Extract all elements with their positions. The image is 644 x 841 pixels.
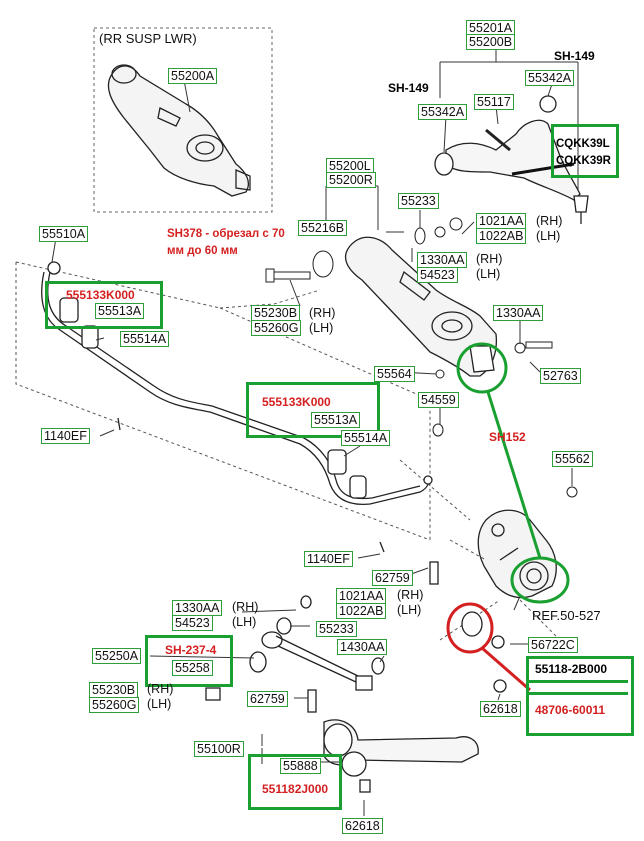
part-label: 55100R [194,741,244,757]
inset-frame [93,27,273,213]
sh152-label: SH152 [489,430,526,444]
highlight-box-555133-mid [246,382,380,438]
part-label: 1140EF [304,551,353,567]
part-label: 55117 [474,94,514,110]
part-label: 55250A [92,648,142,664]
rh-label: (RH) [232,600,259,614]
part-label: 55514A [341,430,391,446]
inset-title: (RR SUSP LWR) [99,31,197,46]
highlight-sh-237-4: SH-237-4 [165,643,217,657]
sh-149-label: SH-149 [554,49,595,63]
part-label: 55216B [298,220,348,236]
part-label: 55342A [418,104,468,120]
part-label: 62618 [342,818,383,834]
part-label: 1330AA [172,600,223,616]
part-label: 52763 [540,368,581,384]
part-label: 55200A [168,68,218,84]
part-label: 56722C [528,637,578,653]
highlight-box-sh237 [145,635,233,687]
part-label: 55260G [251,320,302,336]
part-label: 55200B [466,34,516,50]
part-label: 55260G [89,697,140,713]
rh-label: (RH) [309,306,336,320]
highlight-cqkk39l: CQKK39L [556,138,610,150]
part-label: 55514A [120,331,170,347]
highlight-box-555133-top [45,281,163,329]
rh-label: (RH) [476,252,503,266]
lh-label: (LH) [232,615,257,629]
part-label: 62759 [372,570,413,586]
highlight-55118-2b000: 55118-2B000 [535,662,608,676]
sh-149-label: SH-149 [388,81,429,95]
lh-label: (LH) [147,697,172,711]
part-label: 55233 [316,621,357,637]
lh-label: (LH) [397,603,422,617]
bushing [312,250,334,278]
lower-links-drawing [205,561,507,793]
part-label: 1022AB [476,228,527,244]
highlight-connector [486,391,542,559]
highlight-circle-knuckle [510,556,570,604]
rh-label: (RH) [147,682,174,696]
part-label: 62618 [480,701,521,717]
highlight-box-cqkk [551,124,619,178]
highlight-555133k000-top: 555133K000 [66,288,135,302]
part-label: 55510A [39,226,89,242]
highlight-555133k000-mid: 555133K000 [262,395,331,409]
part-label: 1140EF [41,428,90,444]
annotation-sh378-line2: мм до 60 мм [167,245,238,257]
highlight-circle-top [456,342,508,394]
knuckle-drawing [477,509,557,599]
highlight-divider [526,680,628,683]
part-label: 54523 [172,615,213,631]
part-label: 55258 [172,660,213,676]
part-label: 55888 [280,758,321,774]
part-label: 55562 [552,451,593,467]
rh-label: (RH) [397,588,424,602]
highlight-divider [526,692,628,695]
part-label: 55513A [311,412,361,428]
lh-label: (LH) [476,267,501,281]
leader [183,79,191,113]
highlight-box-551182 [248,754,342,810]
part-label: 1430AA [337,639,388,655]
part-label: 55342A [525,70,575,86]
part-label: 55513A [95,303,145,319]
annotation-sh378-line1: SH378 - обрезал с 70 [167,228,285,240]
highlight-circle-red [446,602,494,654]
upper-arm-drawing [434,95,589,224]
part-label: 1022AB [336,603,387,619]
highlight-48706-60011: 48706-60011 [535,703,606,717]
rh-label: (RH) [536,214,563,228]
highlight-cqkk39r: CQKK39R [556,155,611,167]
part-label: 54559 [418,392,459,408]
inset-lower-arm-drawing [107,64,251,197]
lh-label: (LH) [309,321,334,335]
highlight-box-55118 [526,656,634,736]
part-label: 1021AA [476,213,527,229]
part-label: 55200R [326,172,376,188]
part-label: 55233 [398,193,439,209]
part-label: 62759 [247,691,288,707]
lh-label: (LH) [536,229,561,243]
part-label: 1330AA [417,252,468,268]
part-label: 54523 [417,267,458,283]
part-label: 1021AA [336,588,387,604]
part-label: 55564 [374,366,415,382]
part-label: 55200L [326,158,374,174]
part-label: 1330AA [493,305,544,321]
part-label: 55230B [251,305,301,321]
lower-arm-drawing [345,236,498,377]
ref-label: REF.50-527 [532,608,601,623]
part-label: 55230B [89,682,139,698]
highlight-551182j000: 551182J000 [262,782,329,796]
